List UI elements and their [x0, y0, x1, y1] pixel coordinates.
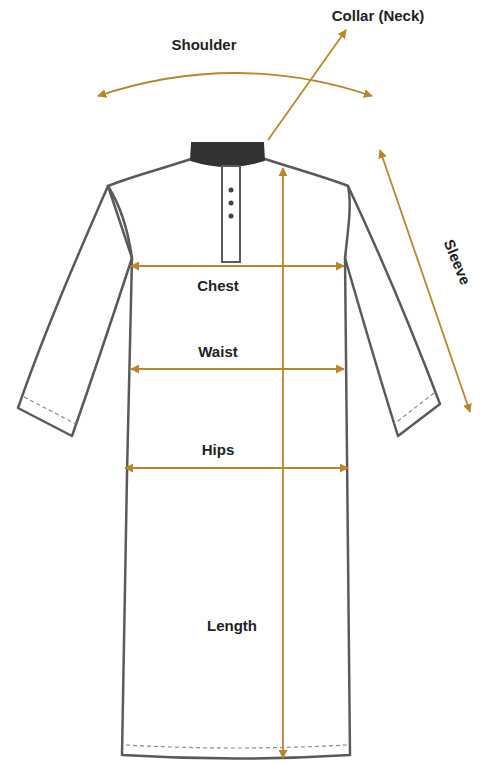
length-label: Length: [204, 617, 260, 636]
collar: [191, 143, 264, 166]
shoulder-label: Shoulder: [168, 36, 239, 55]
chest-label: Chest: [194, 277, 242, 296]
right-sleeve: [345, 186, 440, 436]
length-arrow: [282, 168, 284, 758]
collar-label: Collar (Neck): [329, 7, 428, 26]
hips-arrow: [125, 467, 348, 469]
garment-outline: [18, 158, 440, 759]
dimension-arrows: [98, 30, 470, 758]
chest-arrow: [131, 265, 344, 267]
waist-label: Waist: [195, 343, 240, 362]
placket: [222, 166, 240, 262]
left-sleeve: [18, 186, 132, 436]
waist-arrow: [131, 368, 344, 370]
collar-arrow: [268, 30, 346, 140]
garment-body: [108, 158, 350, 759]
hips-label: Hips: [199, 441, 238, 460]
sleeve-label: Sleeve: [438, 234, 475, 291]
shoulder-arrow: [98, 73, 372, 96]
buttons: [229, 188, 234, 219]
stitch-lines: [24, 393, 434, 748]
